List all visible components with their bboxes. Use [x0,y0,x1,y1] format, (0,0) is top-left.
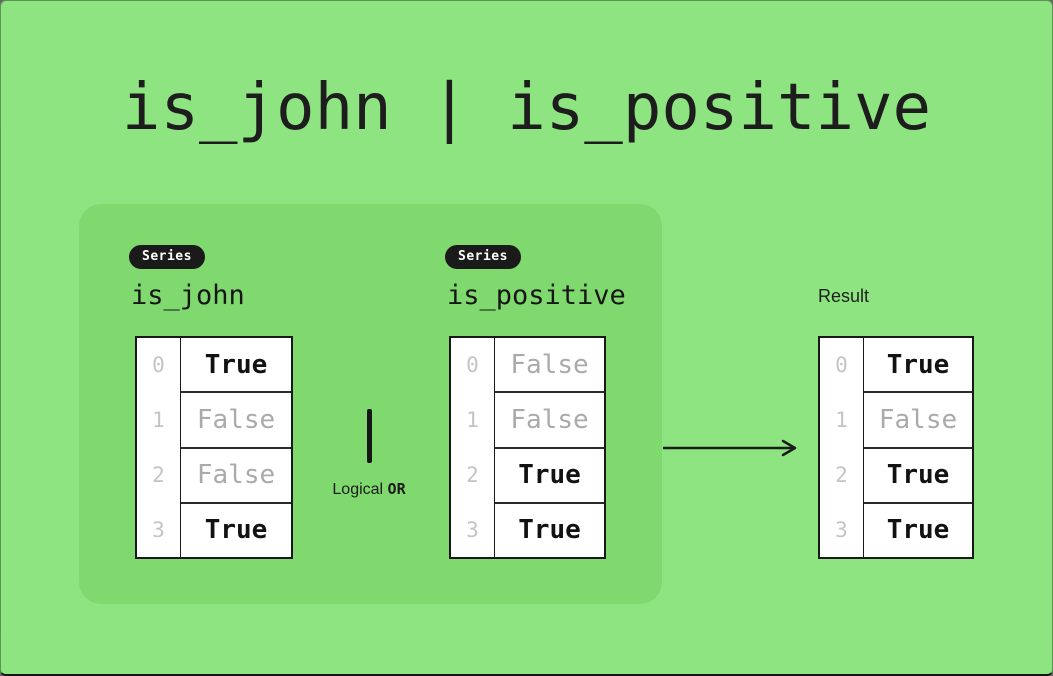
index-cell: 0 [835,353,848,378]
operands-panel: Series is_john 0 1 2 3 True False False … [79,204,662,604]
index-cell: 2 [835,462,848,487]
result-label: Result [818,286,870,306]
arrow-right-icon [663,439,797,457]
value-cell: False [864,391,972,446]
index-cell: 2 [466,462,479,487]
index-cell: 3 [466,517,479,542]
series-table-is-positive: 0 1 2 3 False False True True [449,336,606,559]
value-column: False False True True [495,338,604,557]
value-cell: True [495,501,604,557]
series-name-is-john: is_john [131,280,245,311]
value-cell: True [886,349,950,380]
index-cell: 1 [152,408,165,433]
index-cell: 3 [152,517,165,542]
index-cell: 1 [835,408,848,433]
index-cell: 1 [466,408,479,433]
operator-label: Logical OR [289,480,449,499]
series-type-badge: Series [129,245,205,269]
value-cell: False [181,446,291,502]
operator-label-text: Logical [332,481,388,498]
operator-keyword: OR [387,480,406,498]
index-cell: 3 [835,517,848,542]
series-table-is-john: 0 1 2 3 True False False True [135,336,293,559]
index-cell: 0 [152,353,165,378]
value-cell: False [510,349,589,380]
value-column: True False False True [181,338,291,557]
value-cell: True [495,446,604,502]
value-cell: False [181,391,291,446]
series-type-badge: Series [445,245,521,269]
index-cell: 0 [466,353,479,378]
value-cell: True [864,501,972,557]
value-column: True False True True [864,338,972,557]
index-column: 0 1 2 3 [820,338,864,557]
series-name-is-positive: is_positive [447,280,626,311]
vertical-bar-or-icon [367,409,372,463]
page-title: is_john | is_positive [121,71,932,145]
value-cell: True [864,446,972,502]
index-column: 0 1 2 3 [451,338,495,557]
index-cell: 2 [152,462,165,487]
value-cell: True [181,501,291,557]
value-cell: False [495,391,604,446]
value-cell: True [204,349,268,380]
result-table: 0 1 2 3 True False True True [818,336,974,559]
index-column: 0 1 2 3 [137,338,181,557]
